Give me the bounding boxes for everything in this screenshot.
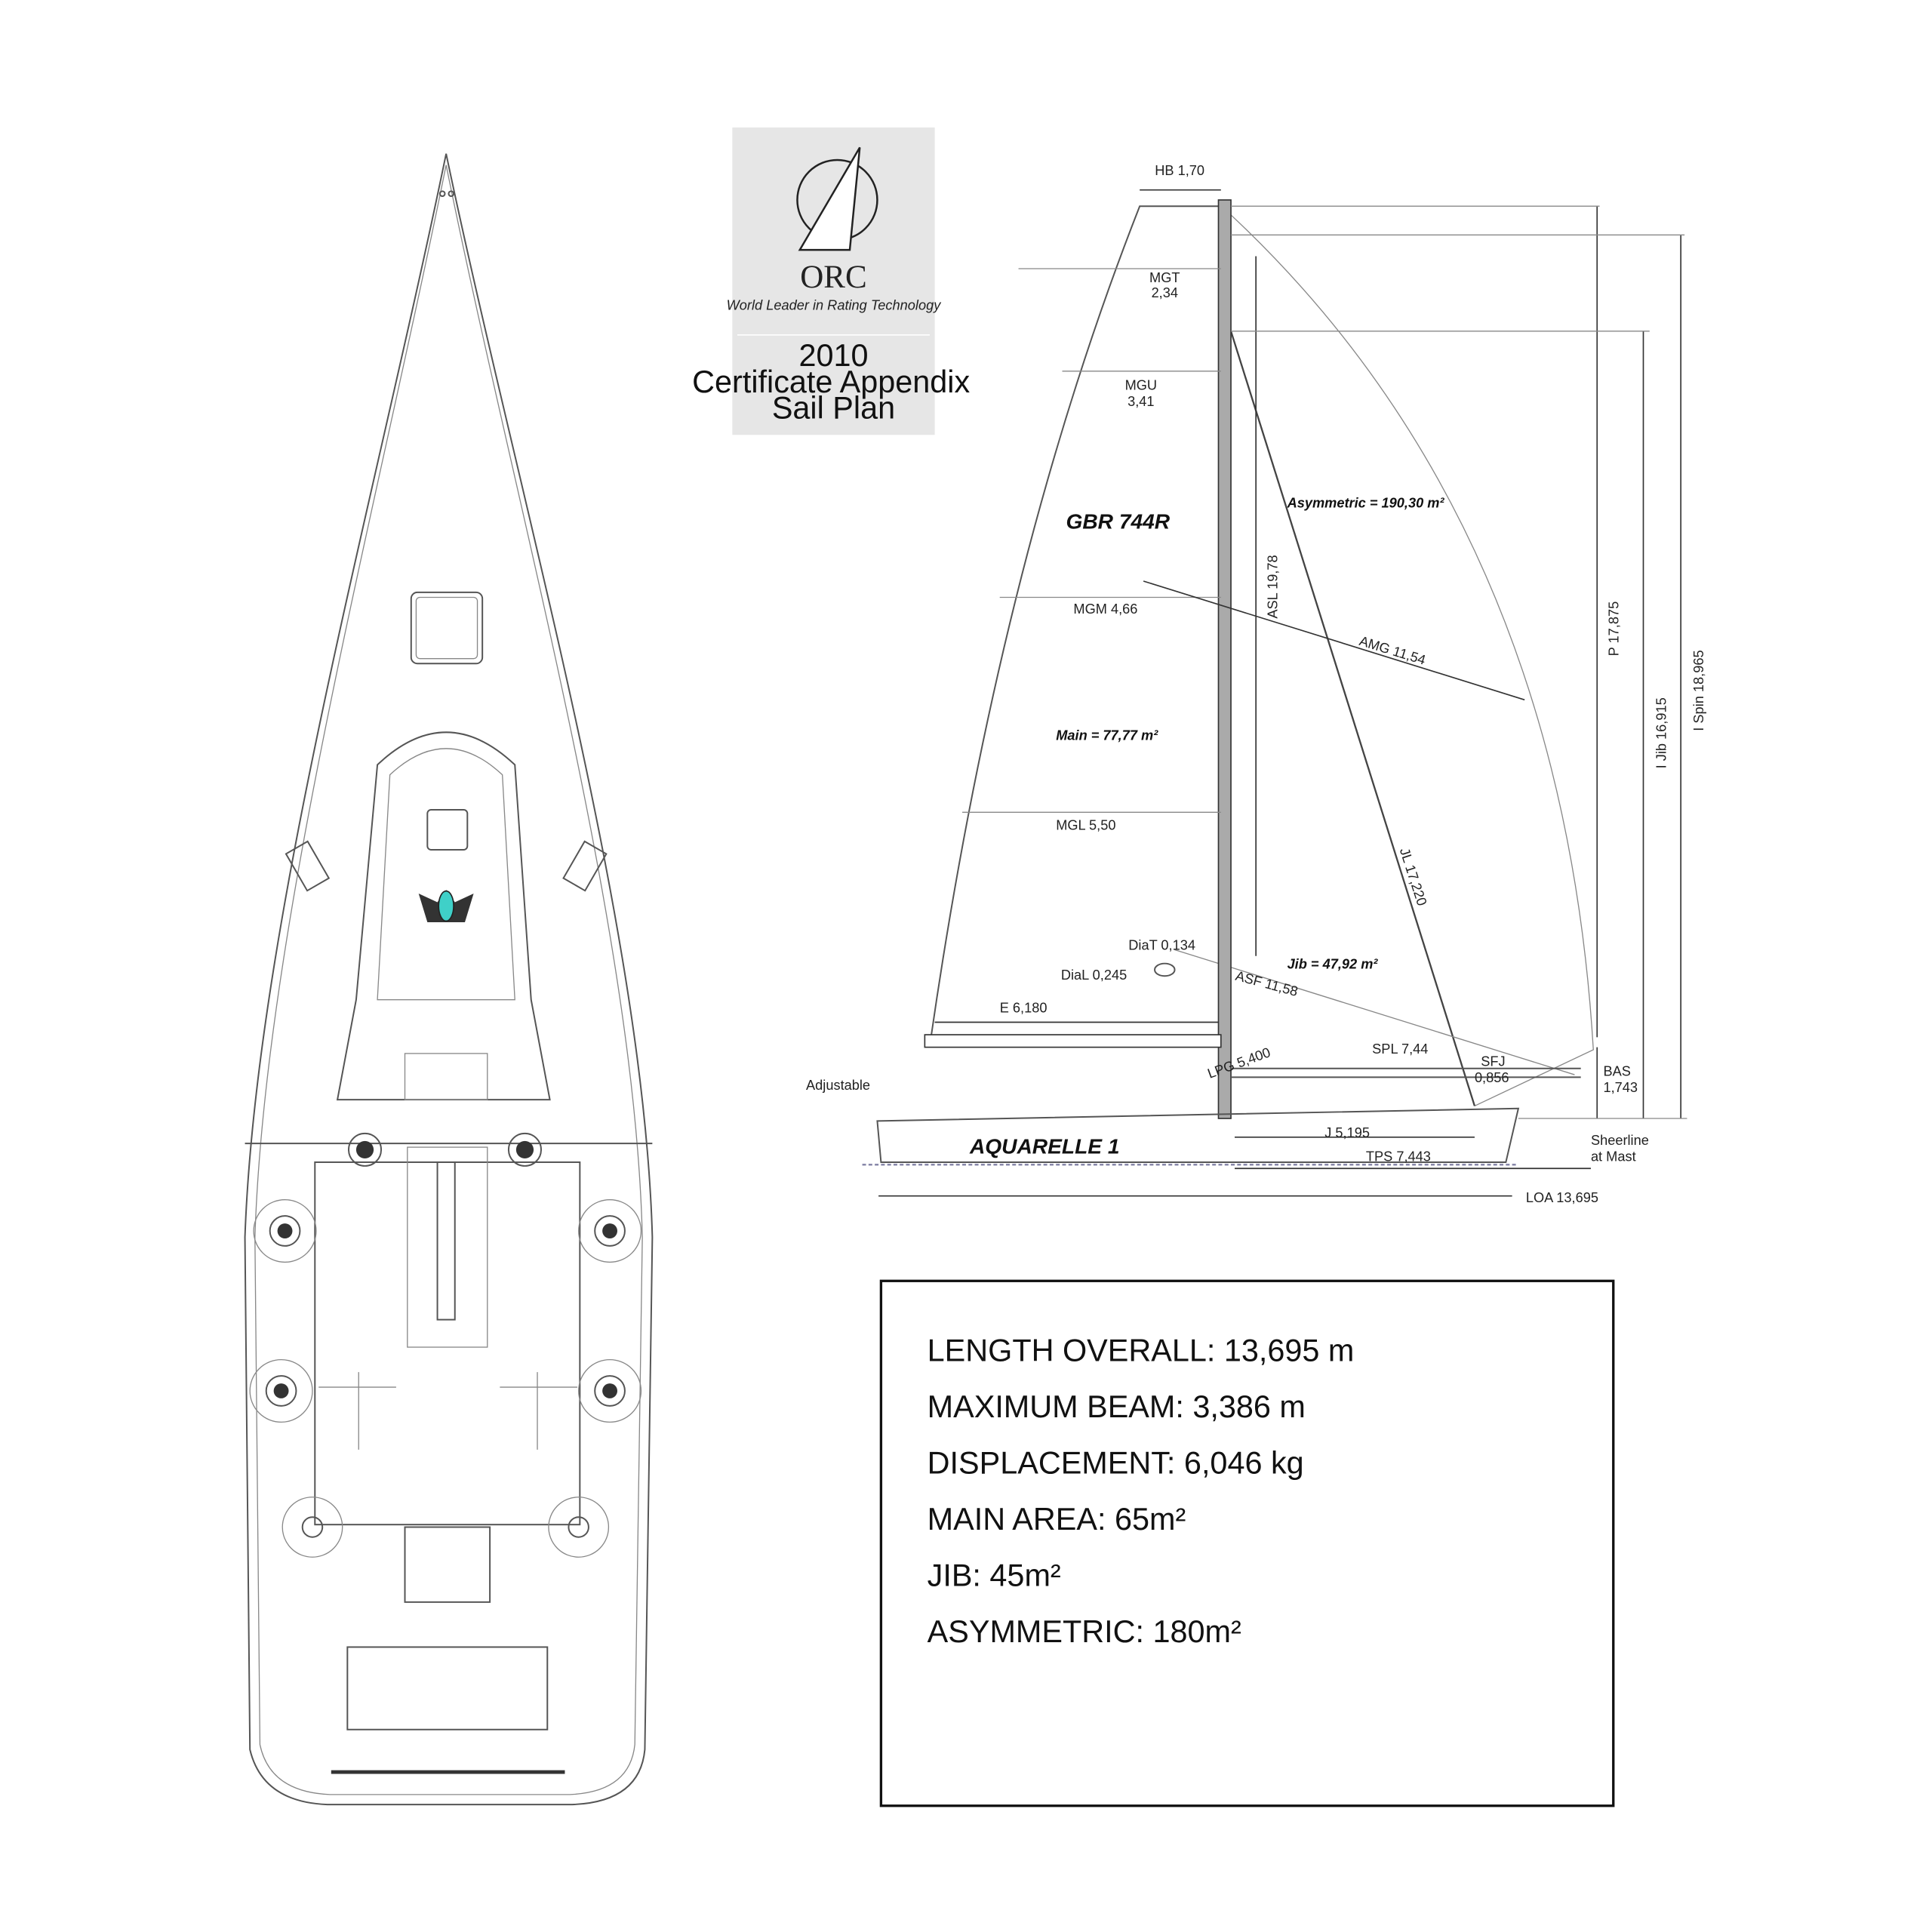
asl-label: ASL 19,78 (1265, 555, 1280, 618)
mgu-value: 3,41 (1128, 394, 1154, 409)
asymmetric-area-label: Asymmetric = 190,30 m² (1287, 495, 1445, 510)
winches (249, 1132, 642, 1558)
orc-logo-text: ORC (800, 260, 867, 295)
asymmetric-spinnaker (1230, 214, 1594, 1107)
main-area-label: Main = 77,77 m² (1056, 728, 1158, 743)
i-jib-label: I Jib 16,915 (1654, 697, 1669, 768)
dial-label: DiaL 0,245 (1061, 968, 1127, 983)
mgt-value: 2,34 (1152, 285, 1178, 300)
hull-outline (244, 153, 654, 1806)
j-label: J 5,195 (1324, 1125, 1370, 1140)
bas-value: 1,743 (1604, 1080, 1638, 1095)
spl-label: SPL 7,44 (1372, 1041, 1428, 1057)
badge-line2: Sail Plan (772, 391, 895, 426)
sfj-label: SFJ (1481, 1054, 1505, 1069)
hb-label: HB 1,70 (1155, 163, 1204, 178)
deck-plan (244, 153, 654, 1806)
boat-name: AQUARELLE 1 (969, 1134, 1120, 1158)
sheerline-label: Sheerline (1591, 1133, 1649, 1148)
jib-area-label: Jib = 47,92 m² (1287, 956, 1379, 971)
p-label: P 17,875 (1606, 601, 1621, 657)
bas-label: BAS (1604, 1064, 1631, 1079)
diat-label: DiaT 0,134 (1128, 937, 1195, 952)
cockpit (314, 1161, 581, 1526)
coachroof (336, 731, 551, 1101)
amg-label: AMG 11,54 (1358, 633, 1428, 668)
i-spin-label: I Spin 18,965 (1691, 650, 1706, 731)
hull-profile (876, 1107, 1520, 1163)
e-label: E 6,180 (1000, 1000, 1048, 1015)
orc-tagline: World Leader in Rating Technology (727, 298, 943, 313)
spec-jib: JIB: 45m² (928, 1558, 1061, 1592)
mgt-label: MGT (1149, 270, 1180, 285)
orc-badge: ORC World Leader in Rating Technology 20… (692, 127, 970, 435)
forward-hatch (410, 591, 484, 665)
forestay (1229, 331, 1476, 1106)
spec-asymmetric: ASYMMETRIC: 180m² (928, 1614, 1241, 1649)
mgu-label: MGU (1125, 378, 1157, 393)
spec-length-overall: LENGTH OVERALL: 13,695 m (928, 1333, 1355, 1367)
mast (1217, 199, 1232, 1119)
badge-line1: Certificate Appendix (692, 365, 970, 399)
mgm-label: MGM 4,66 (1073, 601, 1137, 617)
mgl-label: MGL 5,50 (1056, 818, 1115, 833)
sfj-value: 0,856 (1475, 1070, 1509, 1085)
sail-plan: HB 1,70 MGT 2,34 MGU 3,41 GBR 744R MGM 4… (806, 163, 1706, 1205)
asf-label: ASF 11,58 (1234, 968, 1300, 999)
boom (924, 1034, 1222, 1048)
adjustable-label: Adjustable (806, 1078, 870, 1093)
loa-label: LOA 13,695 (1526, 1190, 1598, 1205)
lpg-label: LPG 5,400 (1205, 1044, 1272, 1081)
spec-main-area: MAIN AREA: 65m² (928, 1502, 1186, 1537)
specs-box: LENGTH OVERALL: 13,695 m MAXIMUM BEAM: 3… (879, 1279, 1615, 1807)
spec-maximum-beam: MAXIMUM BEAM: 3,386 m (928, 1389, 1306, 1424)
sail-number: GBR 744R (1066, 509, 1170, 533)
sheerline-at-mast-label: at Mast (1591, 1149, 1636, 1164)
tps-label: TPS 7,443 (1366, 1149, 1431, 1164)
spec-displacement: DISPLACEMENT: 6,046 kg (928, 1445, 1304, 1480)
badge-year: 2010 (798, 338, 868, 373)
mainsail (930, 205, 1222, 1038)
